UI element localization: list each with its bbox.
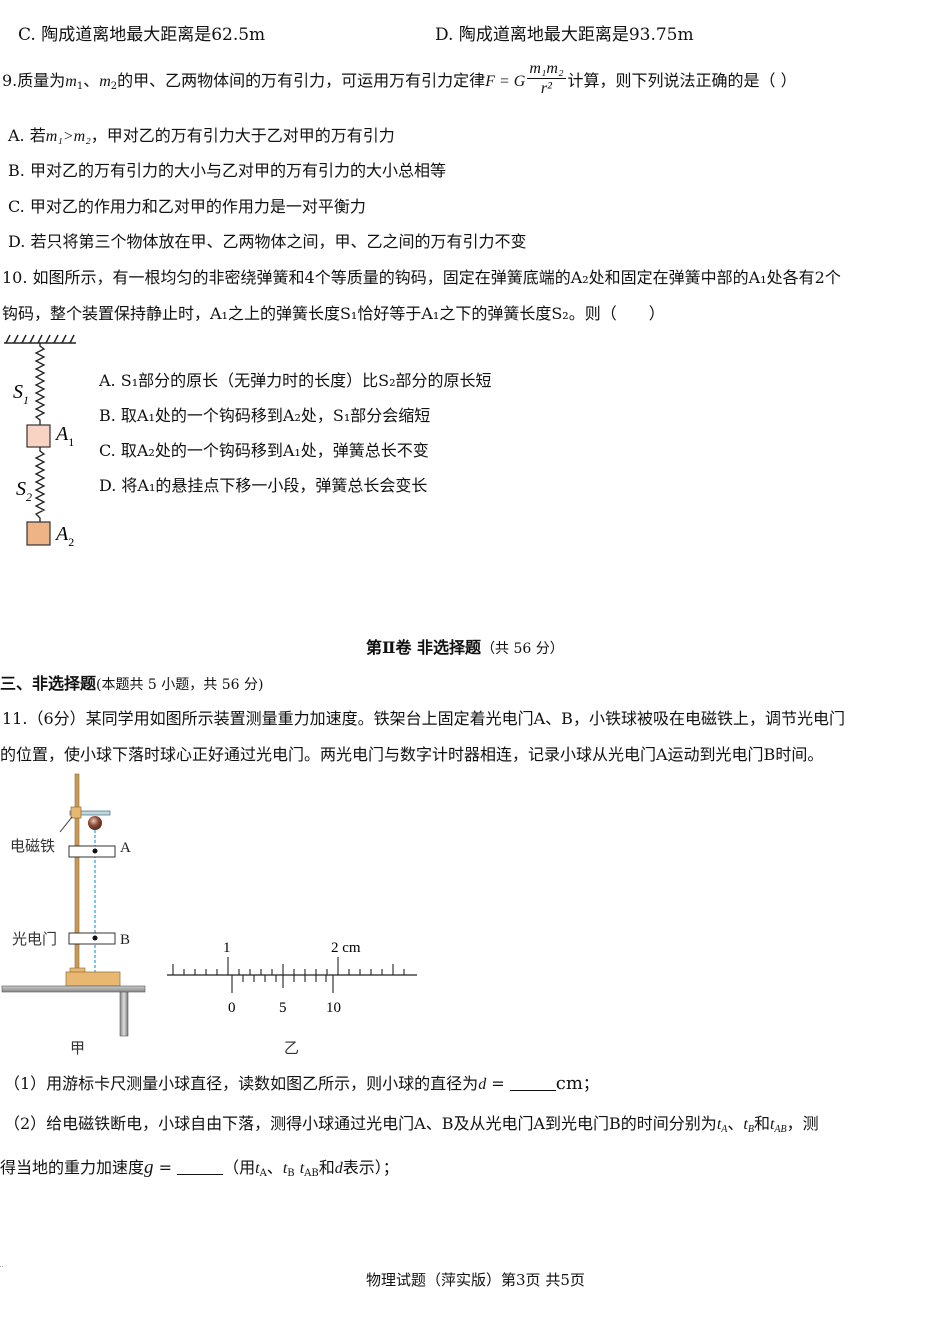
s1-label: S1 xyxy=(13,381,29,407)
q10-stem-line1: 10. 如图所示，有一根均匀的非密绕弹簧和4个等质量的钩码，固定在弹簧底端的A₂… xyxy=(2,268,841,287)
q10-stem-line2: 钩码，整个装置保持静止时，A₁之上的弹簧长度S₁恰好等于A₁之下的弹簧长度S₂。… xyxy=(2,304,665,323)
table-leg-icon xyxy=(119,991,129,1037)
q9-option-d: D. 若只将第三个物体放在甲、乙两物体之间，甲、乙之间的万有引力不变 xyxy=(8,232,527,251)
q10-option-b: B. 取A₁处的一个钩码移到A₂处，S₁部分会缩短 xyxy=(99,406,431,425)
iron-ball-icon xyxy=(88,816,102,830)
block-a2-icon xyxy=(26,521,51,546)
q11-stem-line1: 11.（6分）某同学用如图所示装置测量重力加速度。铁架台上固定着光电门A、B，小… xyxy=(2,709,845,728)
apparatus-figure: 电磁铁 A 光电门 B 甲 xyxy=(1,773,146,1057)
photogate-b-dot xyxy=(92,935,98,941)
main-scale-ticks xyxy=(172,957,405,975)
formula-lhs: F = G xyxy=(485,73,526,90)
main-scale-label-2cm: 2 cm xyxy=(331,940,361,956)
vernier-scale-ticks xyxy=(231,975,334,993)
stand-base-icon xyxy=(65,971,121,987)
photogate-b-icon xyxy=(68,932,116,945)
vernier-label-5: 5 xyxy=(279,1000,287,1016)
q9-option-a: A. 若m₁>m₂，甲对乙的万有引力大于乙对甲的万有引力 xyxy=(8,126,395,145)
table-top-icon xyxy=(1,985,146,993)
spring-lower-icon xyxy=(34,447,46,522)
ceiling-icon xyxy=(4,334,76,344)
page-footer: 物理试题（萍实版）第3页 共5页 xyxy=(366,1271,585,1289)
q9-number: 9. xyxy=(2,71,18,90)
answer-blank-gravity[interactable] xyxy=(177,1160,224,1175)
q10-option-d: D. 将A₁的悬挂点下移一小段，弹簧总长会变长 xyxy=(99,476,428,495)
answer-blank-diameter[interactable] xyxy=(509,1076,556,1091)
q9-option-b: B. 甲对乙的万有引力的大小与乙对甲的万有引力的大小总相等 xyxy=(8,161,446,180)
block-a1-icon xyxy=(26,424,51,448)
a1-label: A1 xyxy=(54,423,74,449)
q11-part2-line2: 得当地的重力加速度g = （用tA、tB tAB和d表示）； xyxy=(0,1157,399,1179)
photogate-a-icon xyxy=(68,845,116,858)
clamp-icon xyxy=(70,806,82,819)
q8-option-d: D. 陶成道离地最大距离是93.75m xyxy=(435,25,694,45)
q11-part2-line1: （2）给电磁铁断电，小球自由下落，测得小球通过光电门A、B及从光电门A到光电门B… xyxy=(4,1114,819,1135)
label-magnet: 电磁铁 xyxy=(10,838,55,855)
magnet-pointer xyxy=(59,816,73,833)
s2-label: S2 xyxy=(16,478,32,504)
q9-option-c: C. 甲对乙的作用力和乙对甲的作用力是一对平衡力 xyxy=(8,197,366,216)
label-gate-b: B xyxy=(120,932,130,948)
spring-upper-icon xyxy=(34,343,46,425)
q11-part1: （1）用游标卡尺测量小球直径，读数如图乙所示，则小球的直径为d = cm； xyxy=(4,1073,599,1094)
vernier-label-10: 10 xyxy=(326,1000,341,1016)
section-title: 第Ⅱ卷 非选择题（共 56 分） xyxy=(366,638,564,657)
q8-option-c: C. 陶成道离地最大距离是62.5m xyxy=(18,25,266,45)
q10-option-c: C. 取A₂处的一个钩码移到A₁处，弹簧总长不变 xyxy=(99,441,429,460)
vernier-label-0: 0 xyxy=(228,1000,236,1016)
vernier-figure: 1 2 cm 0 5 10 乙 xyxy=(167,940,417,1057)
label-photogate: 光电门 xyxy=(12,931,57,948)
q10-option-a: A. S₁部分的原长（无弹力时的长度）比S₂部分的原长短 xyxy=(99,371,492,390)
spring-figure: S1 S2 A1 A2 xyxy=(4,334,76,549)
a2-label: A2 xyxy=(54,523,74,549)
main-scale-label-1: 1 xyxy=(223,940,231,956)
clamp-arm-icon xyxy=(69,810,111,816)
label-gate-a: A xyxy=(120,840,131,856)
photogate-a-dot xyxy=(92,848,98,854)
corner-mark xyxy=(0,1266,3,1268)
caption-yi: 乙 xyxy=(284,1041,299,1057)
q11-stem-line2: 的位置，使小球下落时球心正好通过光电门。两光电门与数字计时器相连，记录小球从光电… xyxy=(0,745,824,764)
caption-jia: 甲 xyxy=(70,1041,85,1057)
section-heading: 三、非选择题(本题共 5 小题，共 56 分) xyxy=(0,674,264,693)
